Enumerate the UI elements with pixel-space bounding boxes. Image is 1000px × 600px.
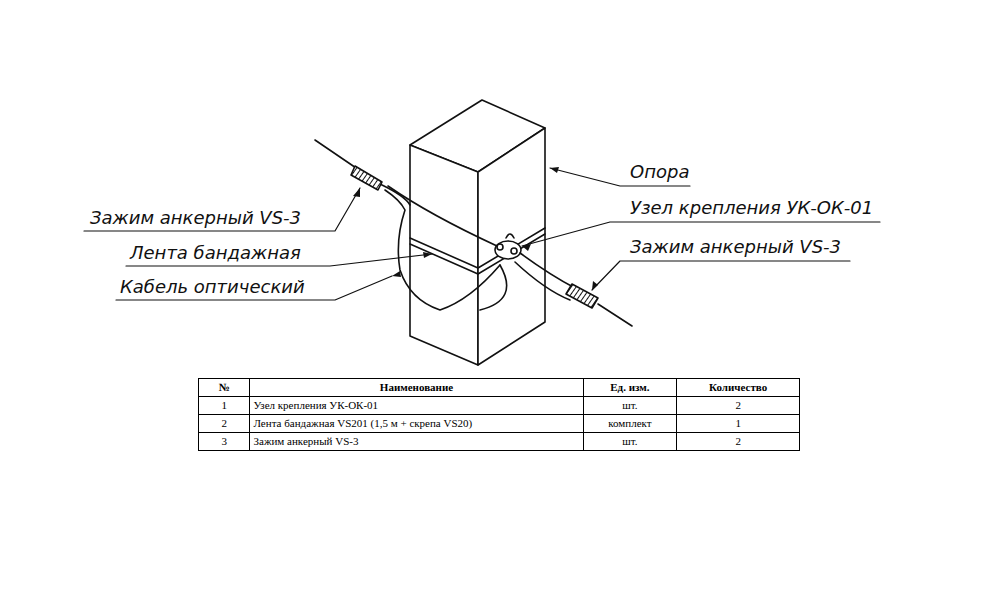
- pole-side: [478, 128, 545, 365]
- table-cell: 1: [677, 415, 800, 433]
- table-cell: 2: [677, 433, 800, 451]
- callout-label: Зажим анкерный VS-3: [88, 207, 303, 229]
- table-cell: Ед. изм.: [583, 379, 677, 397]
- callout-label: Опора: [628, 161, 691, 183]
- cell-text: Количество: [709, 381, 767, 393]
- table-cell: Наименование: [250, 379, 583, 397]
- callout-label: Узел крепления УК-ОК-01: [628, 197, 875, 219]
- table-cell: шт.: [583, 433, 677, 451]
- table-row: № Наименование Ед. изм. Количество: [199, 379, 800, 397]
- callout-label: Кабель оптический: [118, 276, 307, 298]
- band-tape: [410, 228, 545, 268]
- cell-text: 2: [735, 435, 741, 447]
- cell-text: Зажим анкерный VS-3: [253, 435, 358, 447]
- mount-node: [495, 234, 521, 259]
- table-cell: 3: [199, 433, 250, 451]
- cell-text: Лента бандажная VS201 (1,5 м + скрепа VS…: [253, 417, 472, 429]
- table-cell: комплект: [583, 415, 677, 433]
- cell-text: Узел крепления УК-ОК-01: [253, 399, 378, 411]
- cell-text: шт.: [622, 399, 637, 411]
- cell-text: 3: [221, 435, 227, 447]
- cell-text: Ед. изм.: [610, 381, 649, 393]
- leader-line: [84, 168, 880, 300]
- table-row: 2 Лента бандажная VS201 (1,5 м + скрепа V…: [199, 415, 800, 433]
- optical-cable: [480, 265, 507, 310]
- cell-text: №: [219, 381, 230, 393]
- table-cell: 2: [199, 415, 250, 433]
- arrowhead: [353, 167, 598, 290]
- table-cell: 1: [199, 397, 250, 415]
- table-cell: Количество: [677, 379, 800, 397]
- messenger-wire: [598, 304, 632, 326]
- callout-label: Зажим анкерный VS-3: [628, 236, 843, 258]
- cable-wire: [388, 186, 497, 246]
- table-cell: №: [199, 379, 250, 397]
- table-cell: Зажим анкерный VS-3: [250, 433, 583, 451]
- cable-wire: [380, 184, 410, 205]
- cell-text: шт.: [622, 435, 637, 447]
- cell-text: комплект: [608, 417, 651, 429]
- table-row: 1 Узел крепления УК-ОК-01 шт. 2: [199, 397, 800, 415]
- cell-text: 2: [221, 417, 227, 429]
- cell-text: Наименование: [380, 381, 453, 393]
- anchor-clamp: [351, 166, 382, 190]
- table-cell: 2: [677, 397, 800, 415]
- table-cell: Узел крепления УК-ОК-01: [250, 397, 583, 415]
- callout-label: Лента бандажная: [128, 242, 303, 264]
- cable-wire: [520, 253, 575, 288]
- optical-cable: [385, 190, 500, 310]
- table-cell: шт.: [583, 397, 677, 415]
- cell-text: 1: [735, 417, 741, 429]
- cell-text: 1: [221, 399, 227, 411]
- band-tape: [410, 234, 545, 274]
- table-row: 3 Зажим анкерный VS-3 шт. 2: [199, 433, 800, 451]
- parts-table: № Наименование Ед. изм. Количество 1 Узел кре…: [198, 378, 800, 451]
- cable-wire: [515, 262, 570, 300]
- table-cell: Лента бандажная VS201 (1,5 м + скрепа VS…: [250, 415, 583, 433]
- cell-text: 2: [735, 399, 741, 411]
